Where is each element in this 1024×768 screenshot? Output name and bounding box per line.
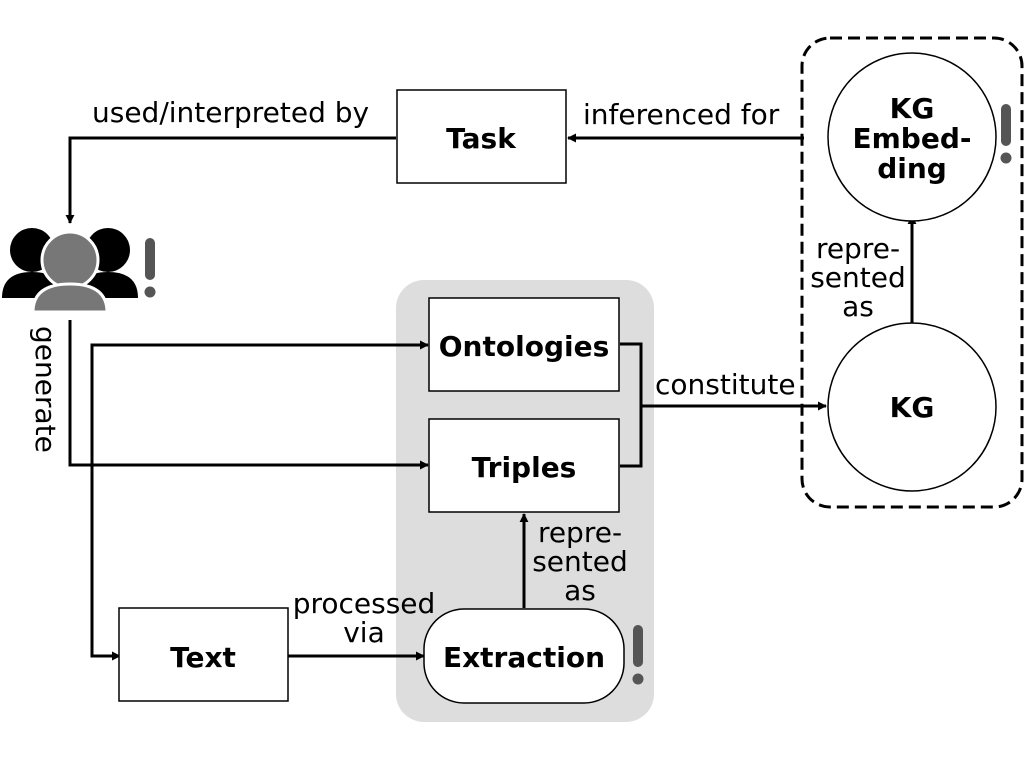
represented-as-kg-label-line1: repre- [816, 232, 900, 265]
edge-users-to-triples [68, 320, 429, 470]
processed-via-label-line1: processed [293, 587, 436, 620]
edge-users-to-text [90, 465, 121, 661]
inferenced-for-label: inferenced for [583, 98, 780, 131]
extraction-node: Extraction [423, 608, 625, 704]
represented-as-kg-label-line3: as [842, 290, 874, 323]
represented-as-triples-label-line2: sented [532, 545, 628, 578]
text-label: Text [170, 641, 236, 674]
exclamation-icon [144, 238, 156, 298]
kg-embedding-label-line3: ding [877, 152, 947, 185]
ontologies-node: Ontologies [428, 297, 620, 392]
extraction-label: Extraction [443, 641, 605, 674]
processed-via-label-line2: via [343, 616, 385, 649]
text-node: Text [118, 607, 289, 702]
users-group-icon [2, 228, 138, 314]
edge-task-to-users [65, 136, 396, 224]
kg-embedding-label-line2: Embed- [853, 122, 972, 155]
represented-as-kg-label-line2: sented [810, 261, 906, 294]
used-interpreted-by-label: used/interpreted by [92, 96, 369, 129]
represented-as-triples-label-line3: as [564, 574, 596, 607]
kg-node: KG [827, 322, 997, 492]
kg-embedding-label-line1: KG [890, 92, 935, 125]
exclamation-icon [632, 625, 644, 685]
represented-as-triples-label-line1: repre- [538, 516, 622, 549]
edge-users-to-ontologies [90, 340, 429, 465]
ontologies-label: Ontologies [439, 330, 610, 363]
kg-label: KG [890, 391, 935, 424]
task-node: Task [396, 89, 567, 184]
constitute-label: constitute [655, 368, 796, 401]
generate-label: generate [29, 326, 62, 453]
task-label: Task [446, 122, 517, 155]
kg-embedding-node: KG Embed- ding [827, 52, 997, 222]
kg-group-dashed-border [800, 36, 1024, 509]
exclamation-icon [1000, 104, 1012, 164]
triples-label: Triples [472, 451, 577, 484]
triples-node: Triples [428, 418, 620, 513]
